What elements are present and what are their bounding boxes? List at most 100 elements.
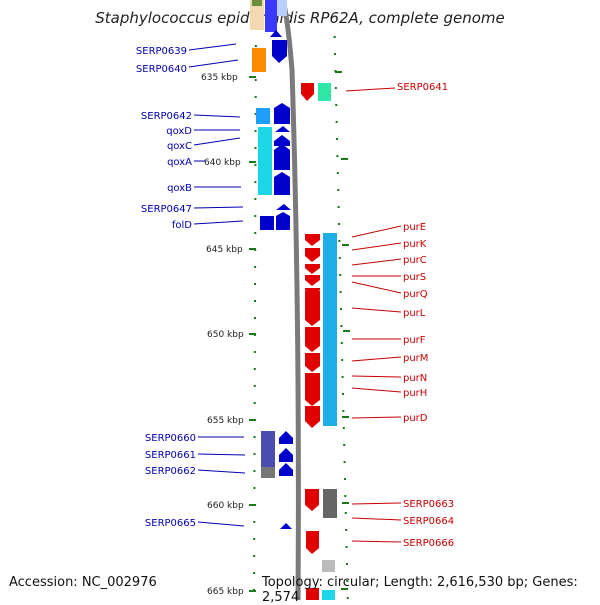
- guide-dot: [336, 155, 339, 157]
- guide-dot: [253, 368, 256, 370]
- guide-dot: [253, 351, 256, 353]
- label-SERP0639: SERP0639: [136, 46, 187, 57]
- gene-SERP0665: [280, 523, 292, 529]
- gene-SERP0640: [252, 48, 266, 72]
- gene-purC: [305, 264, 320, 274]
- guide-dot: [340, 325, 343, 327]
- label-SERP0647: SERP0647: [141, 204, 192, 215]
- label-purK: purK: [403, 239, 427, 250]
- label-qoxB: qoxB: [167, 183, 192, 194]
- guide-dot: [346, 597, 349, 599]
- right-gene-features: [301, 83, 337, 600]
- gene-purK: [305, 248, 320, 262]
- guide-dot: [253, 317, 256, 319]
- label-folD: folD: [172, 220, 192, 231]
- guide-dot: [339, 291, 342, 293]
- label-SERP0641: SERP0641: [397, 82, 448, 93]
- label-purF: purF: [403, 335, 426, 346]
- kbp-tick-660: 660 kbp: [207, 501, 244, 511]
- guide-dot: [344, 512, 347, 514]
- guide-dot: [335, 121, 338, 123]
- label-qoxD: qoxD: [166, 126, 192, 137]
- left-label-leaders: [188, 43, 246, 527]
- guide-dot: [339, 274, 342, 276]
- gene-SERP0660: [279, 431, 293, 444]
- guide-dot: [253, 538, 256, 540]
- gene-folD-box: [260, 216, 274, 230]
- label-SERP0662: SERP0662: [145, 466, 196, 477]
- right-labels: SERP0641 purE purK purC purS purQ purL p…: [397, 82, 454, 549]
- gene-SERP0641: [301, 83, 314, 101]
- guide-dot: [254, 113, 257, 115]
- right-ticks: [335, 71, 350, 590]
- gene-SERP0640-strand: [272, 40, 287, 63]
- gene-SERP0662: [279, 463, 293, 476]
- guide-dot: [254, 283, 257, 285]
- label-purD: purD: [403, 413, 428, 424]
- guide-dot: [340, 308, 342, 310]
- label-purL: purL: [403, 308, 426, 319]
- label-purQ: purQ: [403, 289, 428, 300]
- topology-text: Topology: circular; Length: 2,616,530 bp…: [262, 575, 578, 605]
- gene-SERP0639: [270, 30, 282, 37]
- gene-bottom-box: [322, 560, 335, 572]
- label-purH: purH: [403, 388, 427, 399]
- gene-SERP0642-strand: [274, 103, 290, 124]
- kbp-axis: 635 kbp 640 kbp 645 kbp 650 kbp 655 kbp …: [201, 73, 256, 597]
- left-labels: SERP0639 SERP0640 SERP0642 qoxD qoxC qox…: [136, 46, 196, 529]
- guide-dot: [336, 172, 339, 174]
- gene-SERP0647: [276, 204, 291, 210]
- guide-dot: [341, 393, 344, 395]
- label-SERP0664: SERP0664: [403, 516, 454, 527]
- guide-dot: [346, 580, 349, 582]
- guide-dot: [341, 359, 344, 361]
- guide-dot: [337, 206, 340, 208]
- label-SERP0663: SERP0663: [403, 499, 454, 510]
- guide-dot: [254, 181, 257, 183]
- gene-SERP0660-box: [261, 431, 275, 467]
- guide-dot: [343, 461, 346, 463]
- guide-dot: [254, 147, 257, 149]
- gene-purF: [305, 327, 320, 352]
- gene-SERP0642: [256, 108, 270, 124]
- label-qoxA: qoxA: [167, 157, 192, 168]
- guide-dot: [337, 189, 340, 191]
- guide-dot: [338, 257, 341, 259]
- guide-dot: [253, 453, 256, 455]
- guide-dot: [253, 385, 256, 387]
- guide-dot: [254, 79, 257, 81]
- guide-dot: [345, 563, 348, 565]
- guide-dot: [253, 436, 256, 438]
- guide-dot: [341, 376, 344, 378]
- gene-purS: [305, 275, 320, 286]
- guide-dot: [342, 427, 345, 429]
- guide-dot: [335, 104, 338, 106]
- guide-dot: [334, 87, 337, 89]
- gene-purE: [305, 234, 320, 246]
- guide-dot: [253, 555, 256, 557]
- guide-dot: [253, 470, 256, 472]
- guide-dot: [343, 478, 346, 480]
- right-label-leaders: [345, 87, 402, 543]
- guide-dot: [333, 36, 336, 38]
- guide-dot: [254, 232, 257, 234]
- gene-SERP0664-box: [323, 489, 337, 518]
- label-purN: purN: [403, 373, 427, 384]
- guide-dot: [340, 342, 343, 344]
- guide-dot: [334, 53, 337, 55]
- kbp-tick-645: 645 kbp: [206, 245, 243, 255]
- genome-track-line: [280, 0, 301, 600]
- guide-dot: [343, 444, 346, 446]
- guide-dot: [253, 487, 256, 489]
- guide-dot: [253, 572, 256, 574]
- guide-dot: [254, 96, 257, 98]
- gene-qoxA-box: [258, 127, 272, 195]
- guide-dot: [338, 223, 341, 225]
- gene-SERP0661: [279, 448, 293, 462]
- guide-dot: [254, 266, 257, 268]
- label-SERP0640: SERP0640: [136, 64, 187, 75]
- gene-qoxB: [274, 172, 290, 195]
- guide-dot: [254, 130, 257, 132]
- gene-pur-operon-box: [323, 233, 337, 426]
